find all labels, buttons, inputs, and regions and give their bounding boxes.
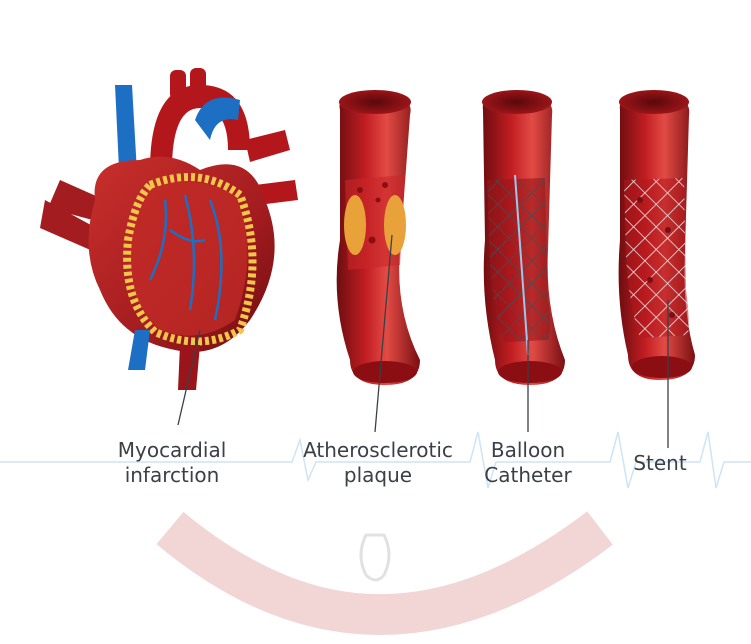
label-balloon-line1: Balloon — [491, 438, 565, 462]
heart-illustration — [40, 68, 298, 390]
artery-stent — [619, 90, 695, 380]
label-stent: Stent — [633, 451, 687, 475]
label-athero-line1: Atherosclerotic — [303, 438, 453, 462]
artery-balloon-catheter — [482, 90, 565, 385]
label-balloon-line2: Catheter — [484, 463, 572, 487]
artery-atherosclerotic — [337, 90, 420, 385]
watermark-logo — [170, 528, 600, 614]
label-myocardial-line1: Myocardial — [118, 438, 227, 462]
label-myocardial-line2: infarction — [125, 463, 220, 487]
label-athero-line2: plaque — [344, 463, 412, 487]
